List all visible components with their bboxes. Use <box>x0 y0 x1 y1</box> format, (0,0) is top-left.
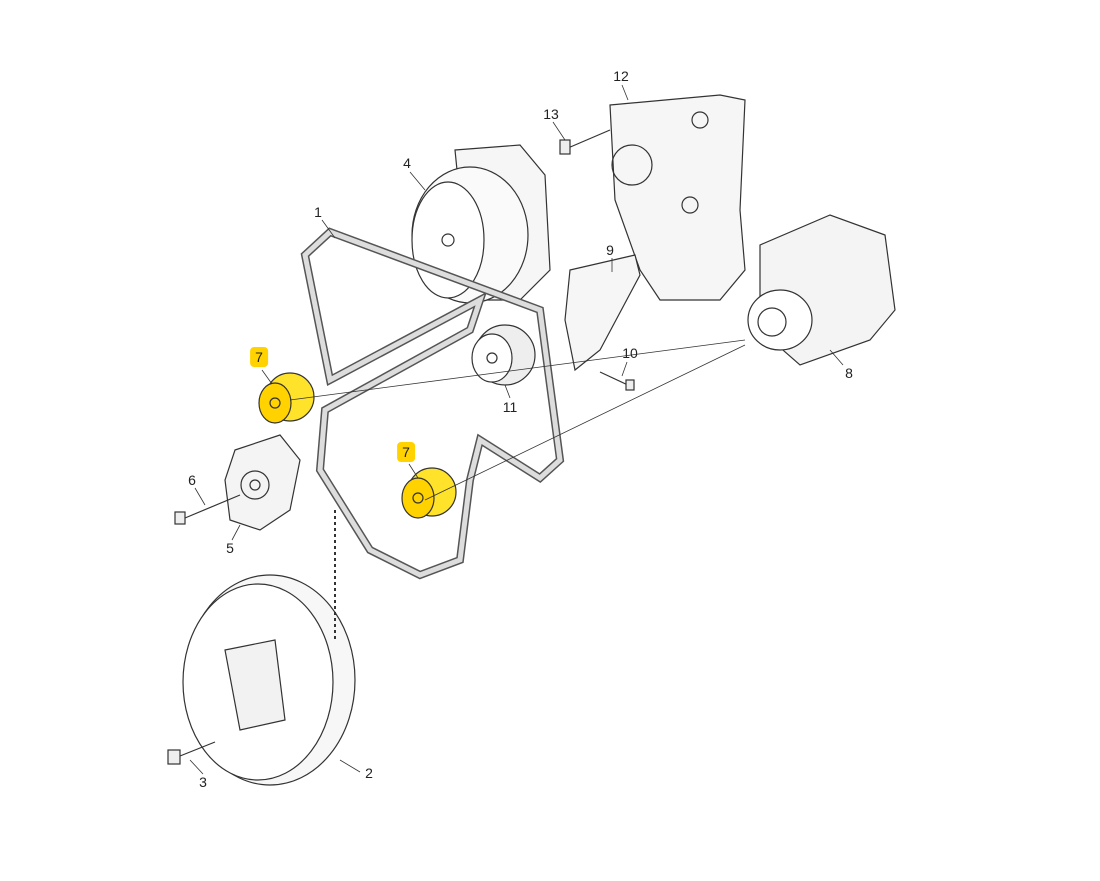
part-13-bolt <box>559 129 611 155</box>
callout-9: 9 <box>606 242 614 258</box>
callout-8: 8 <box>845 365 853 381</box>
callout-6: 6 <box>188 472 196 488</box>
callout-10: 10 <box>622 345 638 361</box>
callout-3: 3 <box>199 774 207 790</box>
part-2-crank-pulley <box>182 574 356 786</box>
callout-13: 13 <box>543 106 559 122</box>
callout-7-highlighted: 7 <box>397 442 415 462</box>
callout-5: 5 <box>226 540 234 556</box>
part-4-pulley <box>411 144 551 304</box>
callout-12: 12 <box>613 68 629 84</box>
part-3-bolt <box>167 741 216 765</box>
callout-11: 11 <box>502 399 518 415</box>
callout-2: 2 <box>365 765 373 781</box>
part-5-tensioner <box>224 434 301 531</box>
part-9-bracket <box>564 254 641 372</box>
part-7-roller-upper <box>258 372 315 424</box>
part-6-bolt <box>174 494 241 525</box>
part-8-alternator <box>747 214 896 366</box>
part-12-bracket <box>609 94 746 301</box>
part-10-bolt <box>599 371 635 391</box>
callout-7-highlighted: 7 <box>250 347 268 367</box>
part-7-roller-lower <box>401 467 457 519</box>
callout-4: 4 <box>403 155 411 171</box>
part-11-idler <box>471 324 536 386</box>
callout-1: 1 <box>314 204 322 220</box>
